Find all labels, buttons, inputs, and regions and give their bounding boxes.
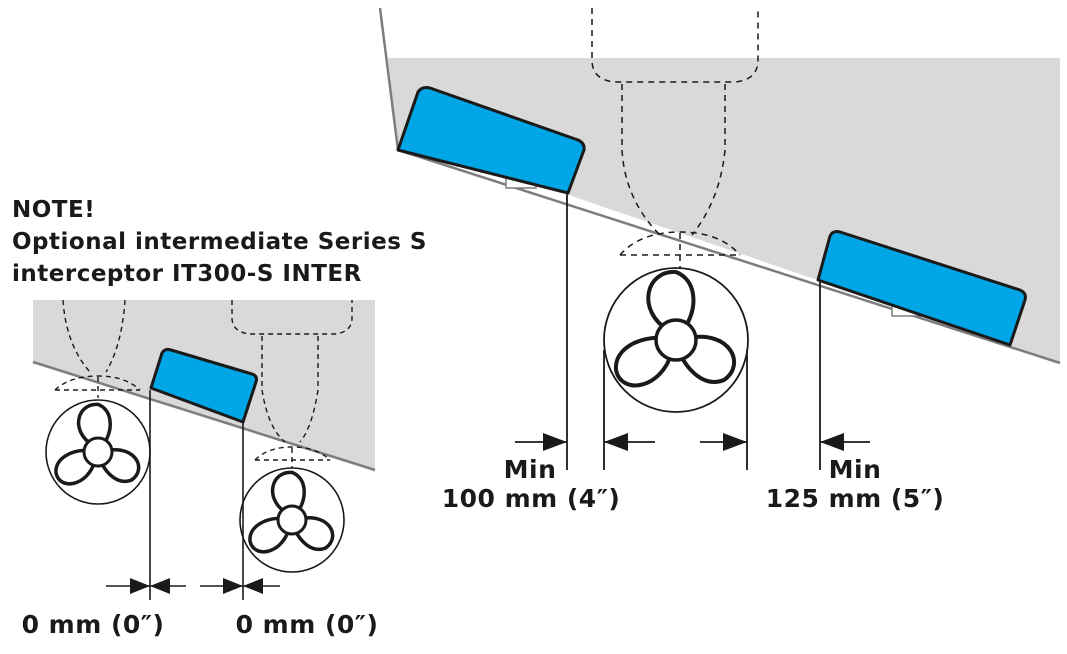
inset-arrow-2 <box>150 578 170 594</box>
dimension-label-left-1: 0 mm (0″) <box>21 610 165 639</box>
dimension-label-min-2: Min <box>828 455 882 484</box>
main-dimension-arrows <box>543 433 844 451</box>
dimension-label-min-1: Min <box>503 455 557 484</box>
inset-arrow-4 <box>243 578 263 594</box>
propeller-main-icon <box>603 267 749 413</box>
interceptor-main-1 <box>396 86 586 195</box>
dimension-label-left-2: 0 mm (0″) <box>235 610 379 639</box>
thruster-tunnel-inset-right <box>231 300 353 470</box>
propeller-inset-right-icon <box>239 467 345 573</box>
arrow-right-1 <box>543 433 567 451</box>
inset-arrow-1 <box>130 578 150 594</box>
note-line-1: Optional intermediate Series S <box>12 229 427 255</box>
propeller-inset-left-icon <box>45 399 151 505</box>
thruster-tunnel-main <box>591 8 759 268</box>
note-text-block: NOTE! Optional intermediate Series S int… <box>12 194 427 290</box>
dimension-label-value-1: 100 mm (4″) <box>441 484 621 513</box>
main-dimension-lines <box>515 192 870 470</box>
arrow-right-2 <box>723 433 747 451</box>
inset-hull-section <box>32 299 376 600</box>
interceptor-inset <box>149 347 258 424</box>
interceptor-main-2 <box>816 230 1027 347</box>
main-hull-transom-line <box>378 7 400 151</box>
inset-dimension-arrows <box>130 578 263 594</box>
main-hull-section <box>378 7 1061 470</box>
inset-arrow-3 <box>223 578 243 594</box>
dimension-label-value-2: 125 mm (5″) <box>765 484 945 513</box>
note-heading: NOTE! <box>12 197 96 223</box>
thruster-tunnel-inset-left <box>54 299 141 398</box>
arrow-left-1 <box>604 433 628 451</box>
arrow-left-2 <box>820 433 844 451</box>
note-line-2: interceptor IT300-S INTER <box>12 261 362 287</box>
